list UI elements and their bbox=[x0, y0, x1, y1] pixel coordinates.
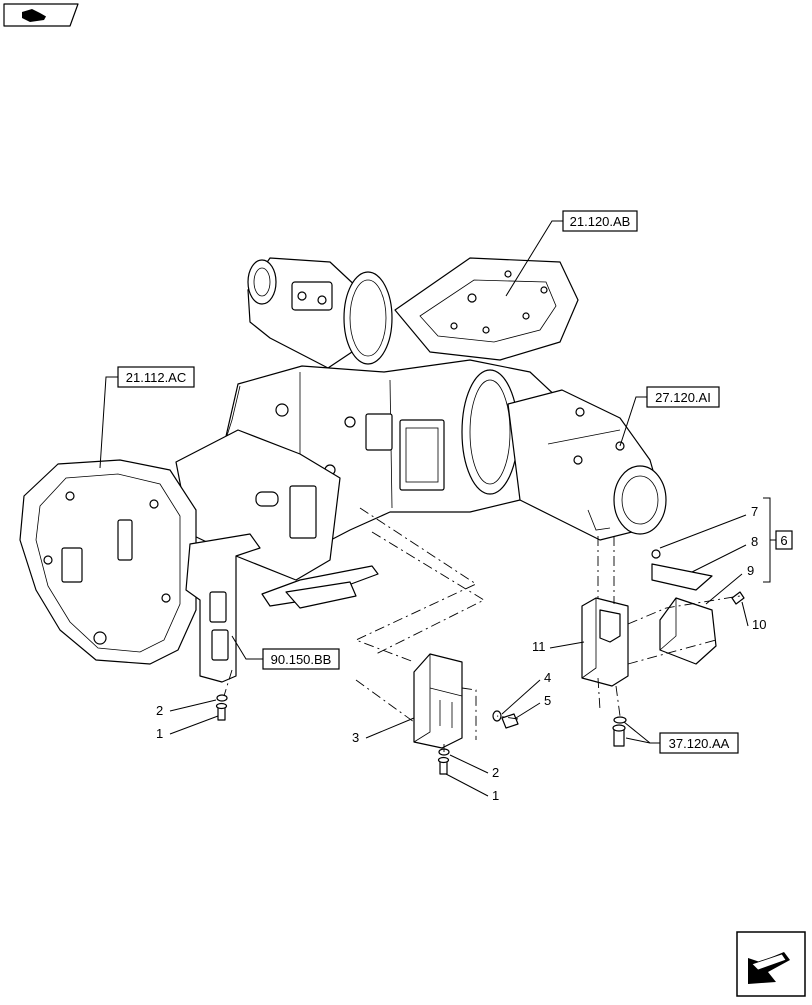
svg-text:6: 6 bbox=[780, 533, 787, 548]
svg-text:10: 10 bbox=[752, 617, 766, 632]
callout-3: 3 bbox=[352, 717, 415, 745]
bracket-part-11 bbox=[581, 597, 629, 687]
callout-2-center: 2 bbox=[449, 754, 499, 780]
callout-9: 9 bbox=[705, 563, 754, 605]
ref-27-120-ai[interactable]: 27.120.AI bbox=[646, 386, 720, 408]
svg-text:5: 5 bbox=[544, 693, 551, 708]
bracket-part-9 bbox=[659, 597, 717, 665]
callout-5: 5 bbox=[515, 693, 551, 719]
ref-37-120-aa[interactable]: 37.120.AA bbox=[659, 732, 739, 754]
svg-text:9: 9 bbox=[747, 563, 754, 578]
bolt-and-washer-4-5 bbox=[492, 710, 519, 729]
svg-text:1: 1 bbox=[492, 788, 499, 803]
svg-text:21.112.AC: 21.112.AC bbox=[126, 370, 186, 385]
callout-11: 11 bbox=[532, 639, 585, 654]
leader-37-120-aa-a bbox=[623, 721, 660, 744]
svg-text:4: 4 bbox=[544, 670, 551, 685]
leader-90-150-bb bbox=[231, 635, 263, 660]
assembly-lines bbox=[223, 507, 741, 752]
leader-21-120-ab bbox=[505, 220, 563, 297]
svg-text:3: 3 bbox=[352, 730, 359, 745]
transmission-housing bbox=[19, 257, 667, 683]
callout-1-center: 1 bbox=[445, 773, 499, 803]
svg-text:27.120.AI: 27.120.AI bbox=[655, 390, 711, 405]
next-page-arrow-icon[interactable] bbox=[736, 931, 806, 997]
leader-37-120-aa-b bbox=[625, 737, 651, 744]
svg-text:7: 7 bbox=[751, 504, 758, 519]
bolt-and-washer-center bbox=[437, 748, 450, 775]
leader-21-112-ac bbox=[99, 376, 118, 469]
svg-text:2: 2 bbox=[492, 765, 499, 780]
svg-text:8: 8 bbox=[751, 534, 758, 549]
kit-bracket bbox=[763, 497, 776, 583]
plate-part-8 bbox=[651, 563, 713, 591]
leader-27-120-ai bbox=[619, 396, 647, 447]
callout-10: 10 bbox=[741, 601, 766, 632]
nut-part-7 bbox=[651, 549, 661, 559]
svg-text:37.120.AA: 37.120.AA bbox=[669, 736, 730, 751]
svg-text:1: 1 bbox=[156, 726, 163, 741]
bracket-part-3 bbox=[413, 653, 463, 749]
svg-text:2: 2 bbox=[156, 703, 163, 718]
callout-2-left: 2 bbox=[156, 699, 217, 718]
svg-text:11: 11 bbox=[532, 639, 546, 654]
bolt-under-part-11 bbox=[612, 716, 627, 747]
ref-90-150-bb[interactable]: 90.150.BB bbox=[262, 648, 340, 670]
svg-text:90.150.BB: 90.150.BB bbox=[271, 652, 332, 667]
view-orientation-icon[interactable] bbox=[3, 3, 79, 27]
callout-8: 8 bbox=[691, 534, 758, 573]
callout-7: 7 bbox=[659, 504, 758, 549]
ref-21-112-ac[interactable]: 21.112.AC bbox=[117, 366, 195, 388]
callout-1-left: 1 bbox=[156, 715, 219, 741]
callout-4: 4 bbox=[501, 670, 551, 715]
bolt-and-washer-left bbox=[215, 694, 228, 721]
kit-label-6[interactable]: 6 bbox=[775, 530, 793, 550]
bolt-part-10 bbox=[731, 591, 745, 605]
svg-text:21.120.AB: 21.120.AB bbox=[570, 214, 631, 229]
ref-21-120-ab[interactable]: 21.120.AB bbox=[562, 210, 638, 232]
